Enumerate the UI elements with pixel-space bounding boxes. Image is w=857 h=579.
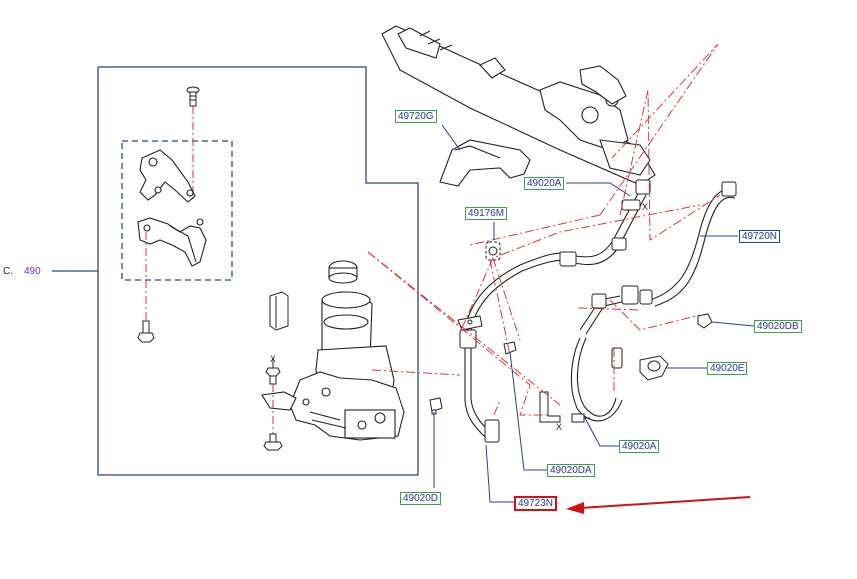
svg-text:X: X [556,422,562,432]
hose-clip-49020E [639,355,669,381]
callout-number-link[interactable]: 490 [24,266,41,277]
part-label-49020A-top[interactable]: 49020A [524,177,565,190]
hose-fittings [459,179,737,443]
part-label-49020DA[interactable]: 49020DA [547,464,595,477]
highlight-arrow [566,496,751,514]
mounting-bracket-lower [137,217,207,267]
bracket-subgroup-box [121,140,233,281]
bracket-bolt-bottom [137,320,155,343]
callout-prefix: C. [3,266,13,277]
hose-clamp-bracket [457,315,483,331]
push-clip-49020D [429,397,443,415]
pipe-clip [539,391,590,423]
line-clip-upper [621,199,641,211]
hose-sleeve [269,291,289,331]
push-clip-49020DA [503,341,517,355]
heat-shield-49720G [439,139,531,187]
part-label-49720G[interactable]: 49720G [395,110,437,123]
assembly-guide-lines [367,43,721,416]
mounting-bracket-upper [139,149,196,203]
part-label-49020D[interactable]: 49020D [400,492,442,505]
steering-gear-rack [381,25,656,186]
pump-bolt-lower [263,433,283,451]
pressure-hose-assembly [464,188,736,441]
bracket-bolt-top [186,86,200,107]
part-label-49020DB[interactable]: 49020DB [754,320,802,333]
power-steering-pump-assembly [261,260,405,441]
part-label-49176M[interactable]: 49176M [465,207,508,220]
svg-text:X: X [642,202,648,212]
leader-lines [433,124,755,503]
pump-bolt-left [265,367,281,385]
assembly-group-outline [97,66,419,476]
part-label-49720N[interactable]: 49720N [739,230,781,243]
seal-rings-49176M [485,241,501,261]
part-label-49020A-bottom[interactable]: 49020A [619,440,660,453]
part-label-49020E[interactable]: 49020E [707,362,748,375]
part-label-49723N-highlighted[interactable]: 49723N [514,496,558,511]
svg-text:X: X [270,354,276,364]
push-clip-49020DB [697,313,713,329]
